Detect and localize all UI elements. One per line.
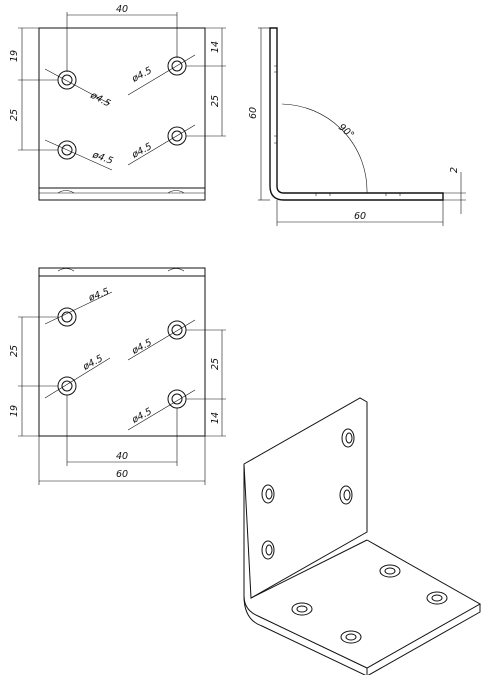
bottom-hole-label-4: ø4.5 [129, 406, 154, 426]
isometric-view [243, 397, 482, 675]
bottom-hole-label-3: ø4.5 [129, 337, 154, 357]
bottom-hole [167, 320, 187, 340]
bottom-hole-label-2: ø4.5 [80, 353, 105, 373]
top-dim-left-19: 19 [9, 50, 20, 62]
bottom-view-plate [38, 267, 206, 437]
top-dim-width: 40 [116, 4, 128, 15]
side-dim-width: 60 [354, 211, 366, 222]
top-hole [57, 70, 77, 90]
iso-hole [291, 602, 313, 616]
top-dim-left-25: 25 [9, 109, 20, 121]
top-hole-label-1: ø4.5 [88, 89, 113, 109]
iso-hole [340, 630, 362, 644]
side-view-hidden-holes [274, 65, 401, 196]
iso-vertical-plate [243, 397, 368, 599]
top-view: 40 19 25 14 25 ø4.5 ø4.5 ø4.5 ø4.5 [9, 4, 226, 201]
top-dim-right-14: 14 [210, 41, 221, 53]
bottom-dim-right-25: 25 [210, 358, 221, 370]
top-view-hidden-holes [57, 190, 185, 194]
top-hole-label-3: ø4.5 [129, 65, 154, 85]
side-view-profile [269, 27, 444, 201]
side-view: 60 60 2 90° [248, 27, 466, 226]
side-dim-angle-arc [281, 103, 368, 194]
bottom-dim-inner-width: 40 [116, 451, 128, 462]
bottom-view-hidden-holes [57, 268, 185, 272]
top-view-plate [38, 27, 206, 201]
bottom-view: 25 19 25 14 40 60 ø4.5 ø4.5 ø4.5 ø4.5 [9, 267, 226, 485]
top-hole-label-4: ø4.5 [129, 141, 154, 161]
bottom-dim-right-14: 14 [210, 412, 221, 424]
bottom-hole-label-1: ø4.5 [86, 286, 110, 304]
iso-hole [261, 484, 275, 504]
iso-hole [339, 485, 353, 505]
iso-hole [261, 540, 275, 560]
bottom-dim-total-width: 60 [116, 469, 128, 480]
side-dim-thickness: 2 [449, 167, 460, 173]
bottom-dim-left-25: 25 [9, 345, 20, 357]
bottom-dim-left-19: 19 [9, 405, 20, 417]
bottom-hole [57, 376, 77, 396]
iso-hole [426, 591, 448, 605]
side-dim-angle: 90° [336, 122, 356, 141]
iso-hole [341, 428, 355, 448]
top-dim-right-25: 25 [210, 95, 221, 107]
top-hole-label-2: ø4.5 [90, 149, 114, 167]
bottom-hole [167, 389, 187, 409]
iso-hole [379, 564, 401, 578]
side-dim-height: 60 [248, 107, 259, 119]
iso-horizontal-plate [243, 539, 482, 669]
